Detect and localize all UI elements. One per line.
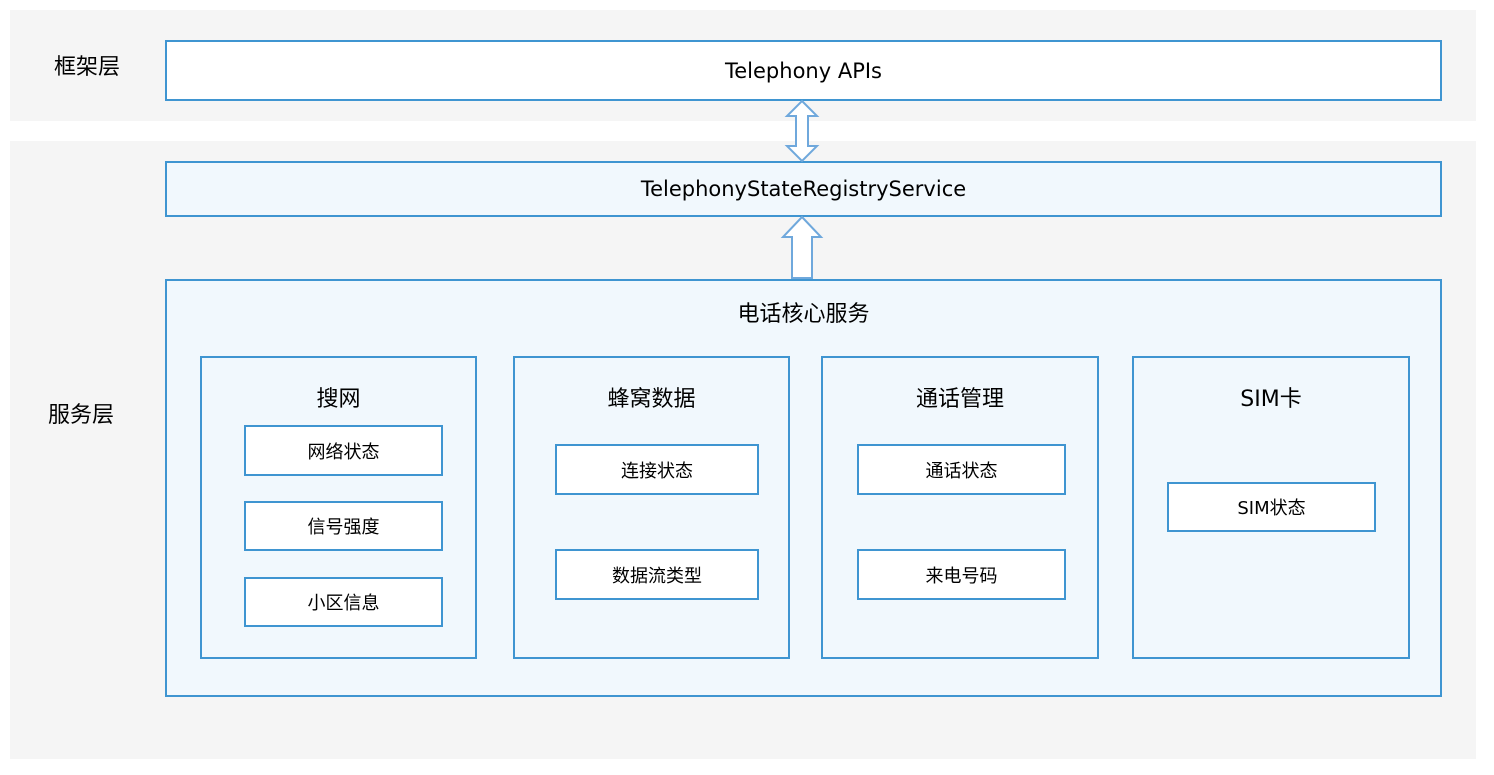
telephony-apis-box: Telephony APIs — [165, 40, 1442, 101]
item-network-state: 网络状态 — [244, 425, 443, 476]
framework-layer-label: 框架层 — [54, 55, 121, 80]
item-data-flow-type-label: 数据流类型 — [612, 565, 702, 587]
item-incoming-number: 来电号码 — [857, 549, 1066, 600]
bidirectional-arrow-icon — [784, 99, 820, 163]
item-connection-state-label: 连接状态 — [621, 460, 693, 482]
group-sim-card-title: SIM卡 — [1240, 387, 1302, 412]
telephony-apis-label: Telephony APIs — [725, 58, 882, 83]
registry-service-label: TelephonyStateRegistryService — [640, 177, 967, 201]
service-layer-label: 服务层 — [48, 403, 115, 428]
group-network-search-title: 搜网 — [316, 387, 361, 412]
group-call-management-title: 通话管理 — [915, 387, 1004, 412]
group-cellular-data-title: 蜂窝数据 — [607, 387, 696, 412]
item-incoming-number-label: 来电号码 — [925, 565, 998, 587]
item-sim-state: SIM状态 — [1167, 482, 1376, 532]
core-service-title: 电话核心服务 — [737, 302, 870, 327]
up-arrow-icon — [780, 215, 824, 279]
item-signal-strength: 信号强度 — [244, 501, 443, 551]
group-cellular-data: 蜂窝数据 — [513, 356, 790, 659]
item-cell-info-label: 小区信息 — [307, 593, 380, 614]
item-sim-state-label: SIM状态 — [1237, 498, 1306, 519]
item-data-flow-type: 数据流类型 — [555, 549, 759, 600]
registry-service-box: TelephonyStateRegistryService — [165, 161, 1442, 217]
item-network-state-label: 网络状态 — [307, 441, 380, 463]
item-connection-state: 连接状态 — [555, 444, 759, 495]
group-call-management: 通话管理 — [821, 356, 1099, 659]
item-call-state-label: 通话状态 — [925, 460, 998, 482]
item-cell-info: 小区信息 — [244, 577, 443, 627]
item-signal-strength-label: 信号强度 — [307, 517, 380, 538]
item-call-state: 通话状态 — [857, 444, 1066, 495]
